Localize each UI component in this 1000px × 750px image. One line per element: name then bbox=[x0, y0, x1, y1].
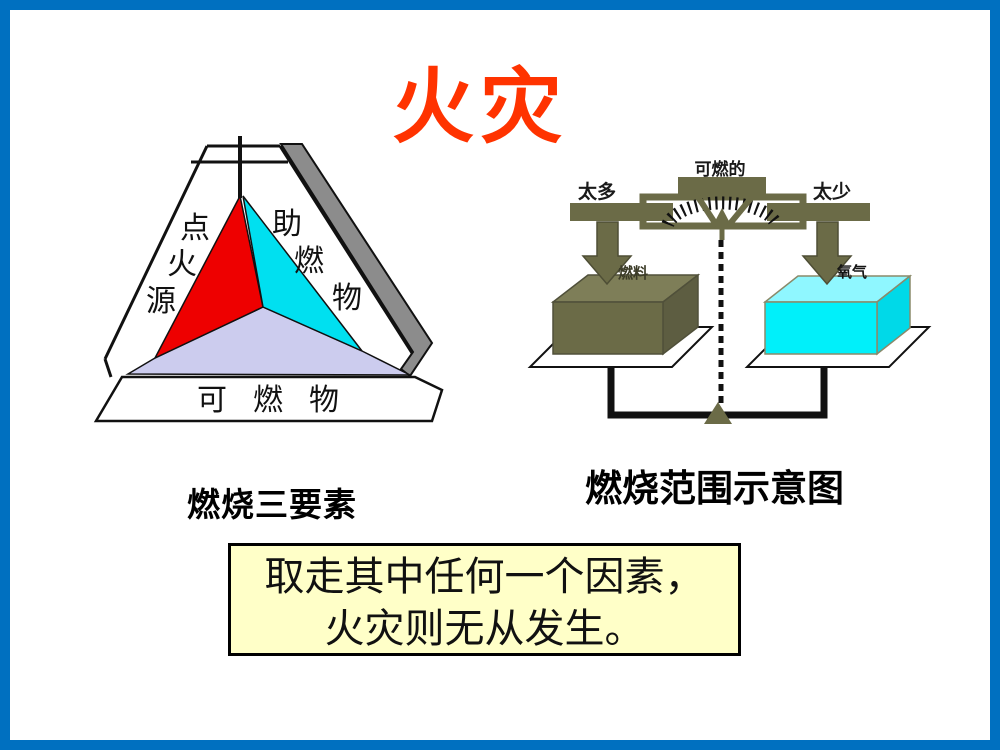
right-down-arrow bbox=[801, 221, 853, 286]
oxidizer-triangle bbox=[242, 195, 363, 352]
ignition-char-3: 源 bbox=[146, 284, 176, 319]
right-diagram-caption: 燃烧范围示意图 bbox=[585, 467, 844, 510]
left-diagram-caption: 燃烧三要素 bbox=[187, 485, 357, 524]
oxidizer-char-1: 助 bbox=[272, 207, 302, 242]
too-much-label: 太多 bbox=[578, 180, 616, 203]
fuel-box-front bbox=[552, 301, 664, 355]
ignition-char-2: 火 bbox=[167, 247, 197, 282]
triangle-outline bbox=[103, 136, 414, 378]
oxygen-box bbox=[762, 274, 913, 356]
fuel-bar-label: 可燃物 bbox=[197, 383, 365, 418]
diagrams-canvas: 点 火 源 助 燃 物 可燃物 bbox=[93, 136, 932, 424]
ignition-triangle bbox=[153, 193, 264, 360]
fulcrum-triangle bbox=[704, 402, 732, 424]
ignition-char-1: 点 bbox=[180, 211, 210, 246]
gauge-needle bbox=[695, 195, 755, 240]
combustion-range-diagram: 可燃的 太多 太少 燃料 氧气 bbox=[527, 159, 932, 424]
oxidizer-char-3: 物 bbox=[332, 281, 362, 316]
gauge-top-label: 可燃的 bbox=[695, 159, 746, 180]
gauge-right-bar bbox=[767, 203, 870, 221]
oxygen-box-front bbox=[764, 301, 878, 355]
fuel-box bbox=[550, 273, 701, 356]
fuel-bar bbox=[93, 375, 444, 423]
note-line-2: 火灾则无从发生。 bbox=[324, 606, 645, 652]
gauge-solids bbox=[570, 177, 870, 221]
gauge-left-bar bbox=[570, 203, 673, 221]
oxygen-box-label: 氧气 bbox=[836, 263, 867, 281]
oxidizer-char-2: 燃 bbox=[294, 244, 324, 279]
triangle-labels: 点 火 源 助 燃 物 可燃物 bbox=[146, 207, 365, 418]
page-title: 火灾 bbox=[391, 60, 568, 155]
too-little-label: 太少 bbox=[813, 180, 851, 203]
gauge-ticks bbox=[661, 196, 783, 228]
fuel-box-label: 燃料 bbox=[618, 264, 648, 282]
balance-labels: 可燃的 太多 太少 燃料 氧气 bbox=[578, 159, 867, 282]
note-line-1: 取走其中任何一个因素， bbox=[264, 554, 705, 600]
gauge-top-tab bbox=[678, 177, 766, 195]
note-box: 取走其中任何一个因素， 火灾则无从发生。 bbox=[228, 543, 741, 656]
left-down-arrow bbox=[581, 221, 633, 286]
fire-triangle-diagram: 点 火 源 助 燃 物 可燃物 bbox=[93, 136, 444, 423]
gauge-needle-arrowhead bbox=[713, 208, 731, 225]
